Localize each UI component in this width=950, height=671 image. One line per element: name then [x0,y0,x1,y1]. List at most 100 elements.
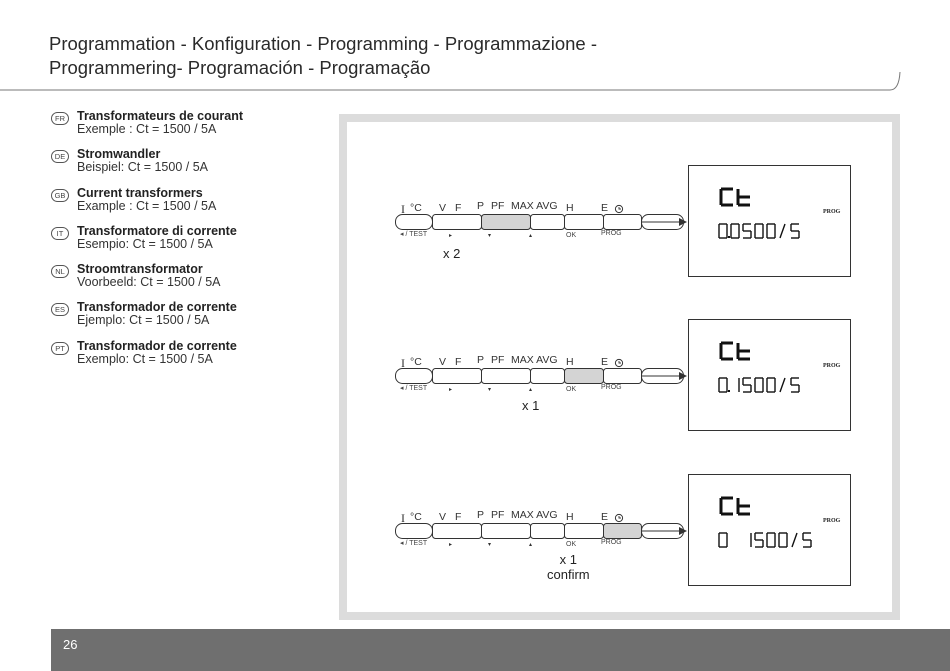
clock-icon [614,204,624,214]
key-label-v: V [439,511,447,523]
language-code-badge: DE [51,150,69,164]
right-arrow-icon: ▸ [449,233,453,239]
lcd-prog-badge: PROG [823,363,841,369]
lcd-bottom-digit [718,223,728,239]
language-heading: Transformateurs de courant [77,109,244,123]
key-sublabel-ok: OK [566,232,577,239]
key-label-p: P [477,354,485,366]
language-code-badge: IT [51,226,69,240]
up-arrow-icon: ▴ [529,233,533,239]
up-arrow-icon: ▴ [529,542,533,548]
lcd-bottom-digit [790,377,800,393]
key-sublabel-prog: PROG [601,539,622,546]
press-count-label: x 2 [443,246,461,261]
language-example: Example : Ct = 1500 / 5A [77,198,217,213]
lcd-display: PROG [688,474,851,586]
keypad-key[interactable] [481,214,531,230]
keypad-key[interactable] [564,368,604,384]
lcd-top-digit [736,498,750,516]
keypad-key[interactable] [432,368,482,384]
keypad-key[interactable] [603,214,642,230]
key-sublabel-ok: OK [566,541,577,548]
keypad-key[interactable] [530,368,565,384]
test-label: / TEST [405,231,428,238]
lcd-segments [718,496,812,548]
language-example: Voorbeeld: Ct = 1500 / 5A [77,275,221,290]
flow-arrow-icon [641,218,687,226]
language-code-badge: NL [51,265,69,279]
lcd-segments [718,341,800,393]
key-label-pf: PF [491,354,505,366]
lcd-bottom-digit [754,377,764,393]
flow-arrow-icon [641,372,687,380]
key-label-pf: PF [491,200,505,212]
right-arrow-icon: ▸ [449,542,453,548]
keypad-key[interactable] [395,214,433,230]
keypad-key[interactable] [564,214,604,230]
keypad-key[interactable] [564,523,604,539]
lcd-bottom-digit [802,532,812,548]
key-label-h: H [566,356,574,368]
page-title-line1: Programmation - Konfiguration - Programm… [49,33,598,54]
language-code-badge: PT [51,341,69,355]
lcd-bottom-slash [779,377,786,393]
keypad-key[interactable] [432,214,482,230]
language-heading: Transformador de corrente [77,300,237,315]
key-sublabel-prog: PROG [601,384,622,391]
lcd-top-digit [719,496,733,516]
press-count-label: x 1 [522,398,540,413]
flow-arrow-icon [641,527,687,535]
keypad-key[interactable] [603,523,642,539]
lcd-display: PROG [688,165,851,277]
language-heading: Current transformers [77,185,203,200]
up-arrow-icon: ▴ [529,387,533,393]
keypad-key[interactable] [530,214,565,230]
language-example: Esempio: Ct = 1500 / 5A [77,236,213,251]
lcd-bottom-digit [718,532,728,548]
key-label-maxavg: MAX AVG [511,354,558,366]
key-sublabel-test: ◂ / TEST [400,231,428,238]
keypad-key[interactable] [481,523,531,539]
keypad-key[interactable] [395,368,433,384]
key-label-pf: PF [491,509,505,521]
key-label-i: I [401,202,405,216]
key-sublabel-test: ◂ / TEST [400,540,428,547]
keypad-key[interactable] [432,523,482,539]
key-label-e: E [601,511,609,523]
lcd-bottom-digit [718,377,728,393]
language-heading: Stromwandler [77,147,161,162]
key-label-e: E [601,356,609,368]
key-sublabel-prog: PROG [601,230,622,237]
press-count-label: x 1 [559,552,577,567]
keypad-key[interactable] [481,368,531,384]
lcd-bottom-digit [742,223,752,239]
keypad-key[interactable] [603,368,642,384]
language-code-badge: GB [51,188,69,202]
key-label-f: F [455,511,462,523]
key-label-maxavg: MAX AVG [511,200,558,212]
keypad-key[interactable] [395,523,433,539]
lcd-bottom-digit [778,532,788,548]
keypad-key[interactable] [530,523,565,539]
lcd-bottom-digit [730,223,740,239]
language-heading: Transformatore di corrente [77,223,237,238]
down-arrow-icon: ▾ [488,387,492,393]
confirm-label: confirm [547,567,590,582]
language-example: Exemplo: Ct = 1500 / 5A [77,351,213,366]
press-count: x 2 [443,246,460,261]
lcd-prog-badge: PROG [823,518,841,524]
key-label-maxavg: MAX AVG [511,509,558,521]
lcd-display: PROG [688,319,851,431]
